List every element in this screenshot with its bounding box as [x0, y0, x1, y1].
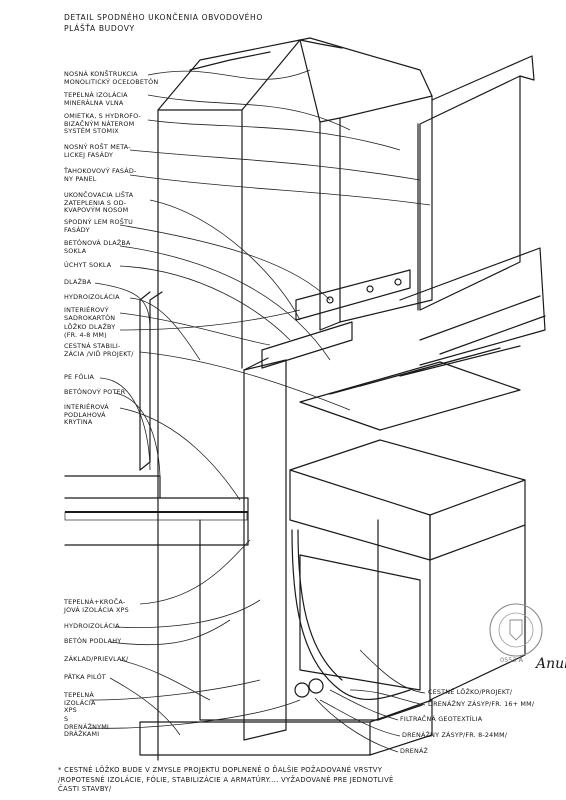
label-thermal-insulation-wool: TEPELNÁ IZOLÁCIA MINERÁLNA VLNA	[64, 91, 128, 107]
label-interior-drywall: INTERIÉROVÝ SADROKARTÓN	[64, 306, 116, 322]
stamp-number: 0553 A	[500, 656, 524, 664]
signature: Anul	[536, 656, 566, 672]
expanded-metal-panel	[419, 75, 521, 311]
label-foundation-beam: ZÁKLAD/PRIEVLAK/	[64, 655, 129, 663]
label-waterproofing-lower: HYDROIZOLÁCIA	[64, 622, 120, 630]
label-drainage-fill-fine: DRENÁŽNY ZÁSYP/FR. 8-24mm/	[402, 731, 508, 739]
geotextile	[291, 529, 411, 701]
termination-profile	[261, 321, 353, 369]
road-bed-top	[289, 439, 526, 516]
label-paving-bed: LÔŽKO DLAŽBY (FR. 4-8 mm)	[64, 323, 116, 339]
label-interior-flooring: INTERIÉROVÁ PODLAHOVÁ KRYTINA	[64, 403, 109, 427]
label-floor-concrete: BETÓN PODLAHY	[64, 637, 122, 645]
label-thermal-acoustic-xps: TEPELNÁ+KROČA- JOVÁ IZOLÁCIA XPS	[64, 598, 129, 614]
authorization-stamp: 0553 A	[489, 603, 543, 664]
floor-slab	[64, 497, 249, 546]
drainage-backfill-front	[299, 554, 421, 691]
drain-pipe	[294, 682, 310, 698]
label-waterproofing-upper: HYDROIZOLÁCIA	[64, 293, 120, 301]
label-grid-bottom-edge: SPODNÝ LEM ROŠTU FASÁDY	[64, 218, 134, 234]
label-plinth-paving: BETÓNOVÁ DLAŽBA SOKLA	[64, 239, 131, 255]
substructure-rail	[295, 269, 411, 321]
label-drainage-grooves: S DRENÁŽNYMI DRÁŽKAMI	[64, 715, 110, 739]
label-load-bearing-structure: NOSNÁ KONŠTRUKCIA MONOLITICKÝ OCEĽOBETÓN	[64, 70, 159, 86]
label-pile-cap: PÄTKA PILÓT	[64, 673, 106, 681]
label-thermal-xps: TEPELNÁ IZOLÁCIA XPS	[64, 691, 96, 715]
label-termination-strip: UKONČOVACIA LIŠTA ZATEPLENIA S OD- KVAPO…	[64, 191, 134, 215]
label-filtration-geotextile: FILTRAČNÁ GEOTEXTÍLIA	[400, 715, 483, 723]
label-concrete-screed: BETÓNOVÝ POTER	[64, 388, 126, 396]
label-plinth-anchor: ÚCHYT SOKLA	[64, 261, 112, 269]
plinth-paving	[299, 361, 521, 431]
label-metal-panel: ŤAHOKOVOVÝ FASÁD- NY PANEL	[64, 167, 137, 183]
xps-wall-insulation	[243, 359, 287, 741]
drainage-backfill-right	[429, 514, 526, 701]
label-render-stomix: OMIETKA, S HYDROFO- BIZAČNÝM NÁTEROM SYS…	[64, 112, 142, 136]
footnote: * CESTNÉ LÔŽKO BUDE V ZMYSLE PROJEKTU DO…	[58, 766, 394, 793]
label-drain: DRENÁŽ	[400, 747, 429, 755]
label-drainage-fill-coarse: DRENÁŽNY ZÁSYP/FR. 16+ mm/	[428, 700, 535, 708]
label-facade-grid: NOSNÝ ROŠT META- LICKEJ FASÁDY	[64, 143, 131, 159]
label-paving: DLAŽBA	[64, 278, 92, 286]
label-pe-foil: PE FÓLIA	[64, 373, 95, 381]
label-road-bed: CESTNÉ LÔŽKO/PROJEKT/	[428, 688, 513, 696]
drawing-title-line-1: DETAIL SPODNÉHO UKONČENIA OBVODOVÉHO	[64, 13, 263, 22]
label-road-stabilization: CESTNÁ STABILI- ZÁCIA /VIĎ PROJEKT/	[64, 342, 134, 358]
foundation-beam-front	[199, 519, 379, 721]
drawing-title-line-2: PLÁŠŤA BUDOVY	[64, 24, 135, 33]
mineral-wool-insulation	[339, 95, 433, 323]
